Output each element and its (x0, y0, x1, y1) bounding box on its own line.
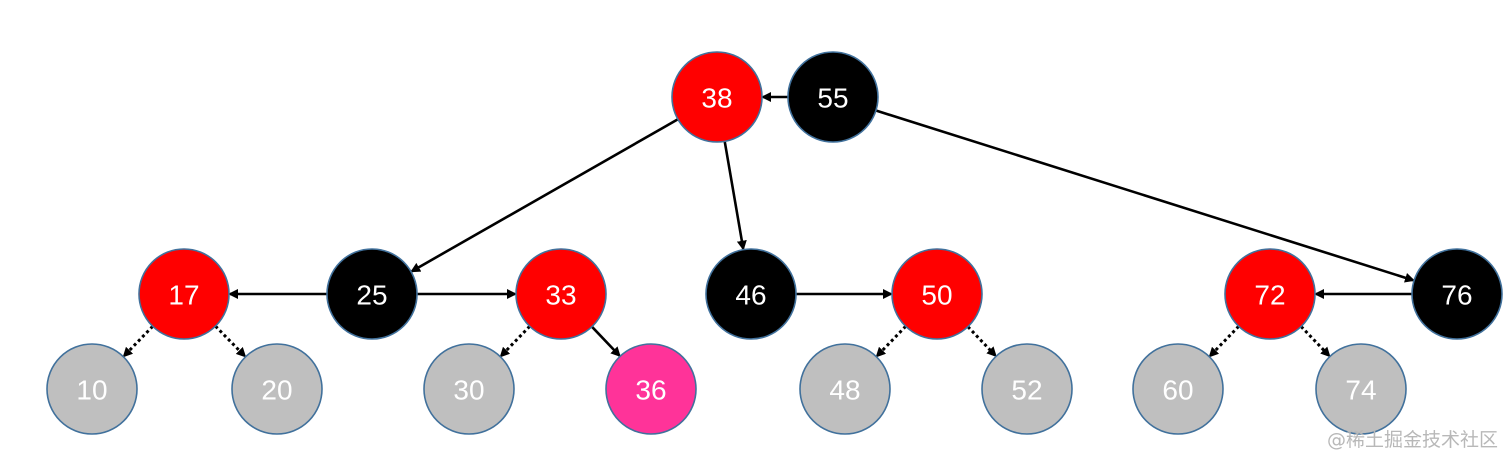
node-circle-30 (423, 343, 515, 435)
edge-38-to-46 (723, 141, 747, 251)
nodes-layer: 38 55 17 25 33 46 50 72 76 10 20 30 36 48 52 60 74 (46, 51, 1503, 435)
watermark-text: @稀土掘金技术社区 (1326, 429, 1498, 451)
edge-72-to-60 (1208, 325, 1240, 358)
node-label-74: 74 (1345, 375, 1376, 406)
node-label-50: 50 (921, 280, 952, 311)
tree-node-46: 46 (705, 248, 797, 340)
node-label-20: 20 (261, 375, 292, 406)
edge-33-to-36 (590, 325, 621, 358)
node-label-46: 46 (735, 280, 766, 311)
node-circle-60 (1132, 343, 1224, 435)
edge-17-to-10 (122, 325, 154, 358)
tree-node-48: 48 (799, 343, 891, 435)
edges-layer (122, 92, 1416, 358)
node-circle-20 (231, 343, 323, 435)
node-circle-50 (891, 248, 983, 340)
tree-node-74: 74 (1315, 343, 1407, 435)
tree-node-60: 60 (1132, 343, 1224, 435)
node-circle-76 (1411, 248, 1503, 340)
tree-node-55: 55 (787, 51, 879, 143)
tree-node-20: 20 (231, 343, 323, 435)
tree-node-76: 76 (1411, 248, 1503, 340)
node-circle-10 (46, 343, 138, 435)
tree-node-10: 10 (46, 343, 138, 435)
tree-node-17: 17 (138, 248, 230, 340)
edge-50-to-48 (875, 325, 907, 358)
tree-node-50: 50 (891, 248, 983, 340)
node-label-76: 76 (1441, 280, 1472, 311)
node-circle-52 (981, 343, 1073, 435)
edge-50-to-52 (966, 325, 997, 358)
tree-node-72: 72 (1224, 248, 1316, 340)
node-label-36: 36 (635, 375, 666, 406)
node-label-17: 17 (168, 280, 199, 311)
node-circle-38 (671, 51, 763, 143)
edge-33-to-30 (499, 325, 531, 358)
node-circle-36 (605, 343, 697, 435)
tree-node-38: 38 (671, 51, 763, 143)
node-label-55: 55 (817, 83, 848, 114)
node-label-48: 48 (829, 375, 860, 406)
node-circle-74 (1315, 343, 1407, 435)
edge-17-to-20 (214, 325, 247, 358)
node-label-33: 33 (545, 280, 576, 311)
node-circle-33 (515, 248, 607, 340)
tree-node-25: 25 (326, 248, 418, 340)
node-label-38: 38 (701, 83, 732, 114)
node-circle-48 (799, 343, 891, 435)
edge-72-to-74 (1300, 325, 1331, 358)
node-label-30: 30 (453, 375, 484, 406)
tree-node-30: 30 (423, 343, 515, 435)
node-label-72: 72 (1254, 280, 1285, 311)
node-circle-17 (138, 248, 230, 340)
tree-node-52: 52 (981, 343, 1073, 435)
node-label-10: 10 (76, 375, 107, 406)
edge-38-to-25 (410, 118, 679, 273)
tree-node-33: 33 (515, 248, 607, 340)
tree-node-36: 36 (605, 343, 697, 435)
node-circle-46 (705, 248, 797, 340)
node-circle-25 (326, 248, 418, 340)
edge-55-to-76 (875, 109, 1416, 283)
node-label-60: 60 (1162, 375, 1193, 406)
node-label-52: 52 (1011, 375, 1042, 406)
node-circle-55 (787, 51, 879, 143)
node-label-25: 25 (356, 280, 387, 311)
node-circle-72 (1224, 248, 1316, 340)
